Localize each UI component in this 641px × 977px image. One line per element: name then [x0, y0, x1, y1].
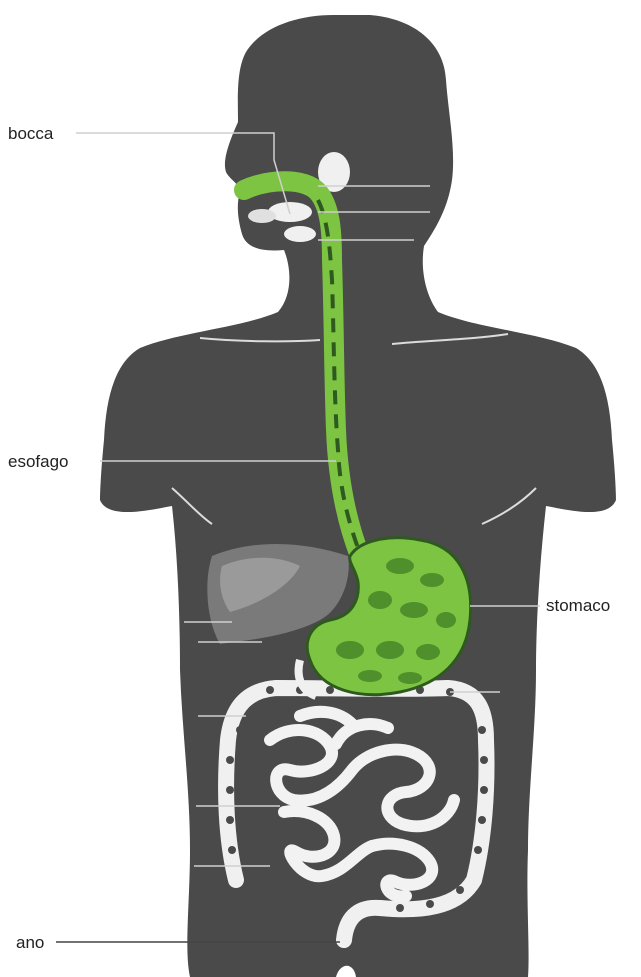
label-stomaco: stomaco: [546, 596, 610, 615]
label-esofago: esofago: [8, 452, 69, 471]
label-ano: ano: [16, 933, 44, 952]
label-bocca: bocca: [8, 124, 54, 143]
body-silhouette: [100, 15, 616, 977]
tongue-area: [248, 209, 276, 223]
jaw-gland: [284, 226, 316, 242]
